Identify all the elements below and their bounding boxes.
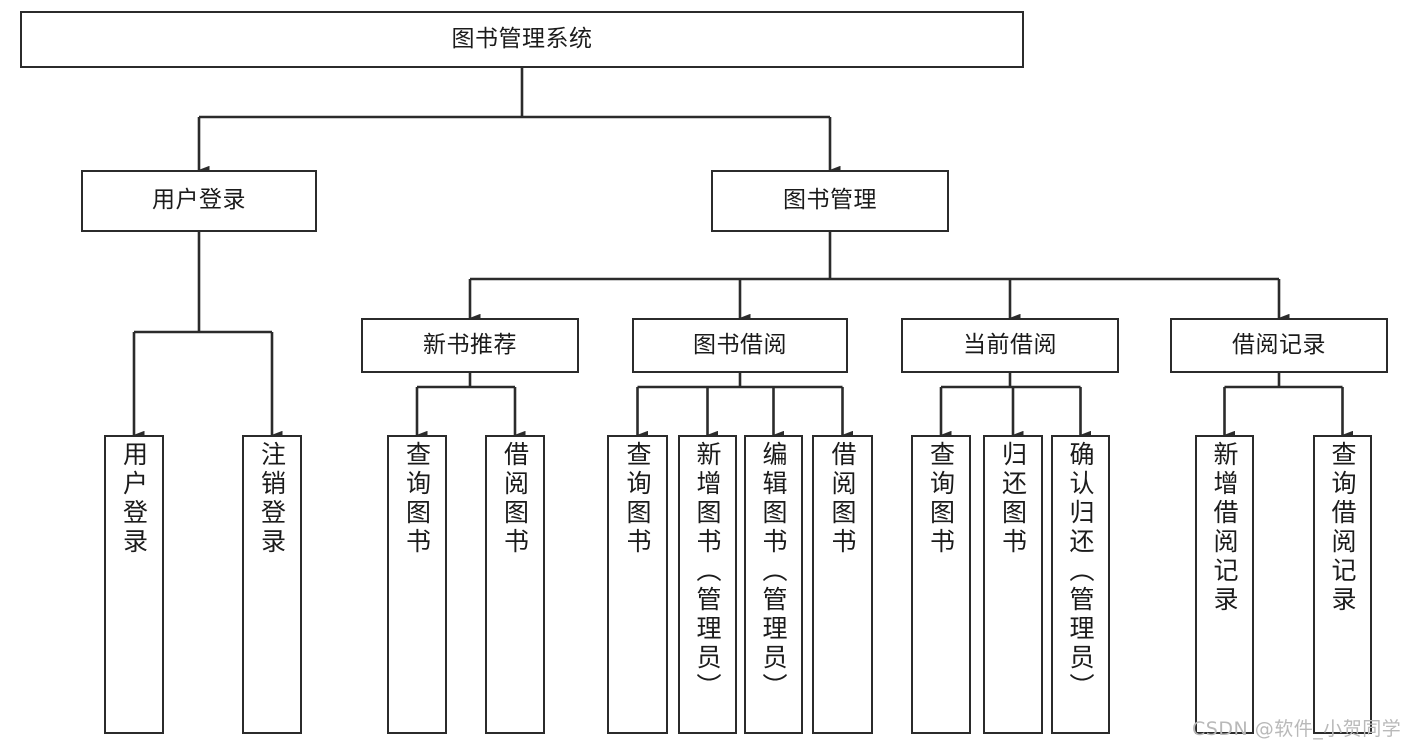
node-book-borrow[interactable]: 图书借阅 bbox=[632, 318, 848, 373]
leaf-user-login-label: 用户登录 bbox=[119, 441, 149, 557]
leaf-record-query-label: 查询借阅记录 bbox=[1328, 441, 1357, 615]
leaf-recommend-borrow-book-label: 借阅图书 bbox=[500, 441, 530, 557]
node-book-manage[interactable]: 图书管理 bbox=[711, 170, 949, 232]
node-new-book-recommend[interactable]: 新书推荐 bbox=[361, 318, 579, 373]
leaf-borrow-query-book[interactable]: 查询图书 bbox=[607, 435, 668, 734]
leaf-borrow-add-book[interactable]: 新增图书（管理员） bbox=[678, 435, 737, 734]
leaf-user-logout-label: 注销登录 bbox=[257, 441, 287, 557]
leaf-record-query[interactable]: 查询借阅记录 bbox=[1313, 435, 1372, 734]
node-user-login[interactable]: 用户登录 bbox=[81, 170, 317, 232]
leaf-borrow-query-book-label: 查询图书 bbox=[623, 441, 652, 557]
leaf-record-add-label: 新增借阅记录 bbox=[1210, 441, 1239, 615]
leaf-recommend-query-book-label: 查询图书 bbox=[402, 441, 432, 557]
node-book-borrow-label: 图书借阅 bbox=[693, 331, 787, 358]
leaf-record-add[interactable]: 新增借阅记录 bbox=[1195, 435, 1254, 734]
node-user-login-label: 用户登录 bbox=[152, 187, 246, 214]
leaf-current-confirm-return[interactable]: 确认归还（管理员） bbox=[1051, 435, 1110, 734]
node-root[interactable]: 图书管理系统 bbox=[20, 11, 1024, 68]
node-current-borrow[interactable]: 当前借阅 bbox=[901, 318, 1119, 373]
leaf-recommend-borrow-book[interactable]: 借阅图书 bbox=[485, 435, 545, 734]
node-current-borrow-label: 当前借阅 bbox=[963, 331, 1057, 358]
leaf-borrow-edit-book-label: 编辑图书（管理员） bbox=[759, 441, 788, 702]
leaf-current-confirm-return-label: 确认归还（管理员） bbox=[1066, 441, 1095, 702]
leaf-current-return-book-label: 归还图书 bbox=[998, 441, 1028, 557]
node-borrow-record[interactable]: 借阅记录 bbox=[1170, 318, 1388, 373]
leaf-borrow-add-book-label: 新增图书（管理员） bbox=[693, 441, 722, 702]
leaf-current-query-book[interactable]: 查询图书 bbox=[911, 435, 971, 734]
leaf-user-login[interactable]: 用户登录 bbox=[104, 435, 164, 734]
leaf-borrow-borrow-book[interactable]: 借阅图书 bbox=[812, 435, 873, 734]
leaf-current-query-book-label: 查询图书 bbox=[926, 441, 956, 557]
node-borrow-record-label: 借阅记录 bbox=[1232, 331, 1326, 358]
leaf-current-return-book[interactable]: 归还图书 bbox=[983, 435, 1043, 734]
leaf-recommend-query-book[interactable]: 查询图书 bbox=[387, 435, 447, 734]
node-new-book-recommend-label: 新书推荐 bbox=[423, 331, 517, 358]
node-book-manage-label: 图书管理 bbox=[783, 187, 877, 214]
leaf-user-logout[interactable]: 注销登录 bbox=[242, 435, 302, 734]
leaf-borrow-edit-book[interactable]: 编辑图书（管理员） bbox=[744, 435, 803, 734]
leaf-borrow-borrow-book-label: 借阅图书 bbox=[828, 441, 857, 557]
node-root-label: 图书管理系统 bbox=[451, 25, 593, 52]
